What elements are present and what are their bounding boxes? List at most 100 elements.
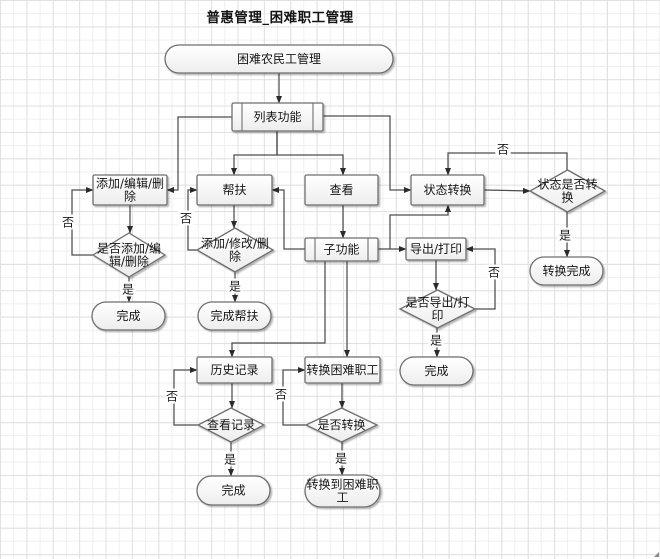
edge-label-bg <box>60 214 76 230</box>
node-label-line: 转换完成 <box>542 263 590 278</box>
stadium-shape[interactable] <box>197 301 272 331</box>
process-shape[interactable] <box>92 174 168 206</box>
edge-sub-to-history[interactable] <box>229 261 326 358</box>
node-is-add-edit-delete[interactable]: 是否添加/编辑/删除 <box>91 232 167 278</box>
edge-label-text: 是 <box>224 453 236 467</box>
node-help[interactable]: 帮扶 <box>196 174 273 206</box>
edge-label-bg <box>178 210 194 226</box>
edge-list-to-status-convert[interactable] <box>323 115 412 193</box>
edge-label-is-status-yes: 是 <box>557 227 573 243</box>
edge-label-text: 否 <box>166 390 178 404</box>
node-status-convert[interactable]: 状态转换 <box>410 174 485 206</box>
decision-shape[interactable] <box>398 289 477 329</box>
decision-shape[interactable] <box>304 407 379 443</box>
stadium-shape[interactable] <box>91 301 166 331</box>
node-label-line: 完成 <box>116 308 140 323</box>
edge-sub-to-status-bottom[interactable] <box>389 204 451 249</box>
node-converted-worker[interactable]: 转换到困难职工 <box>304 474 381 508</box>
stadium-shape[interactable] <box>196 475 271 506</box>
node-list-function[interactable]: 列表功能 <box>231 102 324 132</box>
node-add-modify-delete[interactable]: 添加/修改/删除 <box>195 227 275 273</box>
edge-label-text: 是 <box>559 229 571 243</box>
stadium-shape[interactable] <box>304 474 381 508</box>
stadium-shape[interactable] <box>399 356 474 386</box>
process-shape[interactable] <box>405 237 467 261</box>
subroutine-shape[interactable] <box>231 102 324 132</box>
edge-status-to-decision[interactable] <box>483 187 531 194</box>
process-shape[interactable] <box>304 356 381 384</box>
nodes-layer: 困难农民工管理列表功能添加/编辑/删除帮扶查看状态转换状态是否转换是否添加/编辑… <box>91 44 607 508</box>
resize-handle-icon[interactable] <box>654 552 659 557</box>
node-done-history[interactable]: 完成 <box>196 475 271 506</box>
stadium-shape[interactable] <box>164 44 394 74</box>
edge-label-bg <box>273 386 289 402</box>
node-done-left[interactable]: 完成 <box>91 301 166 331</box>
edge-label-is-status-no: 否 <box>495 141 511 157</box>
edge-sub-to-help[interactable] <box>271 187 305 250</box>
node-sub-function[interactable]: 子功能 <box>304 237 379 262</box>
edge-list-to-help[interactable] <box>231 131 278 176</box>
node-label: 是否转换 <box>317 417 365 432</box>
node-label: 子功能 <box>323 243 359 257</box>
node-label-line: 是否添加/编 <box>97 241 161 256</box>
node-label-line: 除 <box>229 249 241 264</box>
edge-label-bg <box>222 451 238 467</box>
edge-label-bg <box>428 332 444 348</box>
decision-shape[interactable] <box>91 232 167 278</box>
decision-shape[interactable] <box>195 227 275 273</box>
node-label-line: 导出/打印 <box>410 242 462 256</box>
node-label: 是否添加/编辑/删除 <box>97 241 161 269</box>
node-label-line: 转换到困难职 <box>306 477 378 492</box>
node-label: 查看 <box>329 183 353 197</box>
node-done-help[interactable]: 完成帮扶 <box>197 301 272 331</box>
node-label-line: 困难农民工管理 <box>237 51 321 66</box>
edge-label-text: 是 <box>335 452 347 466</box>
node-label-line: 完成 <box>424 363 448 378</box>
node-done-export[interactable]: 完成 <box>399 356 474 386</box>
decision-shape[interactable] <box>196 407 266 443</box>
node-is-convert[interactable]: 是否转换 <box>304 407 379 443</box>
node-history[interactable]: 历史记录 <box>196 356 273 384</box>
node-add-edit-delete[interactable]: 添加/编辑/删除 <box>92 174 168 206</box>
node-is-export-print[interactable]: 是否导出/打印 <box>398 289 477 329</box>
edge-label-is-export-no: 否 <box>486 264 502 280</box>
process-shape[interactable] <box>304 174 379 206</box>
edge-label-bg <box>333 450 349 466</box>
node-label: 添加/编辑/删除 <box>96 176 164 204</box>
node-label: 转换到困难职工 <box>306 477 378 505</box>
node-start[interactable]: 困难农民工管理 <box>164 44 394 74</box>
node-label-line: 是否导出/打 <box>405 296 469 310</box>
edge-label-add-modify-no: 否 <box>178 210 194 226</box>
node-label: 完成 <box>221 483 245 498</box>
node-label-line: 状态转换 <box>423 182 471 197</box>
node-label-line: 状态是否转 <box>537 177 597 192</box>
edge-label-text: 否 <box>62 216 74 230</box>
process-shape[interactable] <box>196 174 273 206</box>
edge-label-bg <box>557 227 573 243</box>
node-label: 帮扶 <box>222 182 246 197</box>
stadium-shape[interactable] <box>529 256 604 286</box>
node-is-status-convert[interactable]: 状态是否转换 <box>528 169 607 213</box>
node-label-line: 添加/编辑/删 <box>96 176 164 191</box>
edge-label-bg <box>120 281 136 297</box>
process-shape[interactable] <box>196 356 273 384</box>
node-view[interactable]: 查看 <box>304 174 379 206</box>
subroutine-shape[interactable] <box>304 237 379 262</box>
node-convert-worker[interactable]: 转换困难职工 <box>304 356 381 384</box>
edge-label-text: 否 <box>180 212 192 226</box>
edge-list-to-view[interactable] <box>276 131 346 176</box>
node-view-record[interactable]: 查看记录 <box>196 407 266 443</box>
node-label: 查看记录 <box>207 418 255 432</box>
decision-shape[interactable] <box>528 169 607 213</box>
node-label-line: 辑/删除 <box>109 254 149 269</box>
node-export-print[interactable]: 导出/打印 <box>405 237 467 261</box>
edge-list-to-add-edit-delete[interactable] <box>166 116 232 193</box>
node-label: 列表功能 <box>253 110 301 124</box>
node-label-line: 历史记录 <box>210 363 258 377</box>
node-convert-done[interactable]: 转换完成 <box>529 256 604 286</box>
process-shape[interactable] <box>410 174 485 206</box>
edge-label-text: 否 <box>488 266 500 280</box>
